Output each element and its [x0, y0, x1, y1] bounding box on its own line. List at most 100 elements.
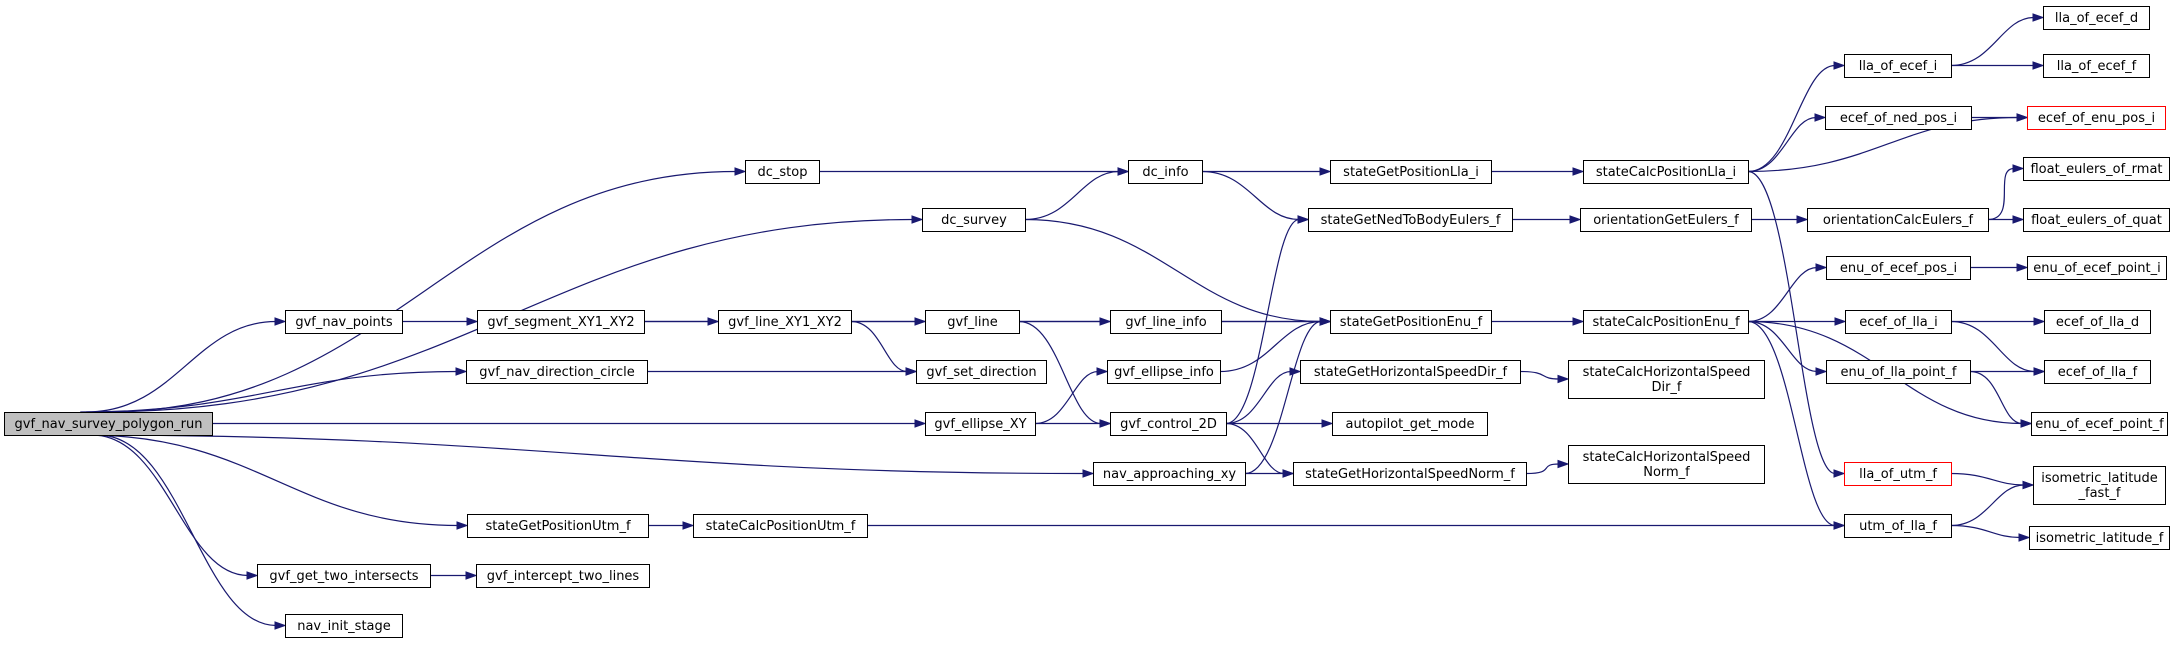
node-gvf-ellipse-xy[interactable]: gvf_ellipse_XY	[925, 412, 1036, 436]
node-dc-info[interactable]: dc_info	[1128, 160, 1203, 184]
node-box	[1110, 412, 1227, 436]
node-label: gvf_line	[947, 315, 997, 330]
node-float-eulers-of-rmat[interactable]: float_eulers_of_rmat	[2023, 157, 2170, 181]
node-label: lla_of_ecef_f	[2057, 59, 2137, 74]
node-ecef-of-lla-i[interactable]: ecef_of_lla_i	[1845, 310, 1952, 334]
edge-arrowhead	[1282, 469, 1295, 478]
node-gvf-get-two-intersects[interactable]: gvf_get_two_intersects	[257, 564, 431, 588]
node-enu-of-lla-point-f[interactable]: enu_of_lla_point_f	[1826, 360, 1971, 384]
edge-arrowhead	[2016, 113, 2029, 122]
edge-state-calc-position-lla-i-to-ecef-of-ned-pos-i	[1747, 116, 1817, 173]
edge-arrowhead	[1297, 215, 1310, 224]
node-state-get-position-lla-i[interactable]: stateGetPositionLla_i	[1330, 160, 1492, 184]
node-root[interactable]: gvf_nav_survey_polygon_run	[4, 412, 213, 436]
node-dc-survey[interactable]: dc_survey	[922, 208, 1026, 232]
node-label: gvf_line_XY1_XY2	[728, 315, 842, 330]
node-autopilot-get-mode[interactable]: autopilot_get_mode	[1332, 412, 1488, 436]
node-state-calc-position-enu-f[interactable]: stateCalcPositionEnu_f	[1583, 310, 1749, 334]
node-nav-init-stage[interactable]: nav_init_stage	[285, 614, 403, 638]
node-box	[1844, 462, 1952, 486]
node-label: lla_of_ecef_d	[2055, 11, 2138, 26]
node-box	[718, 310, 852, 334]
node-label: isometric_latitude	[2041, 471, 2158, 486]
node-lla-of-ecef-i[interactable]: lla_of_ecef_i	[1844, 54, 1952, 78]
node-label: gvf_ellipse_XY	[934, 417, 1026, 432]
node-gvf-ellipse-info[interactable]: gvf_ellipse_info	[1107, 360, 1221, 384]
node-state-get-horizontal-speed-dir-f[interactable]: stateGetHorizontalSpeedDir_f	[1300, 360, 1521, 384]
node-gvf-line-xy1-xy2[interactable]: gvf_line_XY1_XY2	[718, 310, 852, 334]
node-ecef-of-lla-f[interactable]: ecef_of_lla_f	[2044, 360, 2151, 384]
node-box	[1826, 360, 1971, 384]
node-gvf-nav-direction-circle[interactable]: gvf_nav_direction_circle	[466, 360, 648, 384]
node-label: enu_of_ecef_point_i	[2033, 261, 2161, 276]
node-state-get-horizontal-speed-norm-f[interactable]: stateGetHorizontalSpeedNorm_f	[1293, 462, 1527, 486]
node-label: enu_of_lla_point_f	[1841, 365, 1957, 380]
node-box	[1580, 208, 1752, 232]
node-box	[693, 514, 868, 538]
node-state-calc-position-utm-f[interactable]: stateCalcPositionUtm_f	[693, 514, 868, 538]
node-nav-approaching-xy[interactable]: nav_approaching_xy	[1093, 462, 1246, 486]
node-state-get-position-enu-f[interactable]: stateGetPositionEnu_f	[1330, 310, 1492, 334]
node-label: ecef_of_ned_pos_i	[1840, 111, 1957, 126]
node-label: stateCalcPositionEnu_f	[1592, 315, 1740, 330]
node-lla-of-ecef-f[interactable]: lla_of_ecef_f	[2043, 54, 2150, 78]
node-dc-stop[interactable]: dc_stop	[745, 160, 820, 184]
node-gvf-set-direction[interactable]: gvf_set_direction	[916, 360, 1047, 384]
node-label: _fast_f	[2078, 486, 2121, 501]
node-isometric-latitude-fast-f[interactable]: isometric_latitude_fast_f	[2033, 466, 2166, 505]
node-ecef-of-lla-d[interactable]: ecef_of_lla_d	[2044, 310, 2151, 334]
node-float-eulers-of-quat[interactable]: float_eulers_of_quat	[2023, 208, 2170, 232]
node-label: stateCalcPositionLla_i	[1596, 165, 1736, 180]
node-state-get-ned-to-body-eulers-f[interactable]: stateGetNedToBodyEulers_f	[1308, 208, 1513, 232]
node-orientation-calc-eulers-f[interactable]: orientationCalcEulers_f	[1807, 208, 1989, 232]
node-box	[1568, 360, 1765, 399]
node-enu-of-ecef-point-i[interactable]: enu_of_ecef_point_i	[2027, 256, 2167, 280]
node-label: gvf_control_2D	[1120, 417, 1217, 432]
node-box	[1332, 412, 1488, 436]
edge-arrowhead	[1815, 367, 1828, 376]
node-box	[1845, 310, 1952, 334]
node-ecef-of-enu-pos-i[interactable]: ecef_of_enu_pos_i	[2027, 106, 2166, 130]
edge-state-calc-position-enu-f-to-enu-of-lla-point-f	[1747, 320, 1818, 373]
node-box	[2044, 360, 2151, 384]
node-lla-of-ecef-d[interactable]: lla_of_ecef_d	[2043, 6, 2150, 30]
node-state-get-position-utm-f[interactable]: stateGetPositionUtm_f	[467, 514, 649, 538]
edge-arrowhead	[455, 367, 468, 376]
node-label: ecef_of_lla_i	[1859, 315, 1938, 330]
node-gvf-intercept-two-lines[interactable]: gvf_intercept_two_lines	[476, 564, 650, 588]
node-label: orientationGetEulers_f	[1593, 213, 1739, 228]
node-state-calc-position-lla-i[interactable]: stateCalcPositionLla_i	[1583, 160, 1749, 184]
node-gvf-line-info[interactable]: gvf_line_info	[1110, 310, 1222, 334]
node-label: stateGetHorizontalSpeedNorm_f	[1305, 467, 1515, 482]
edge-arrowhead	[2016, 263, 2029, 272]
node-ecef-of-ned-pos-i[interactable]: ecef_of_ned_pos_i	[1825, 106, 1972, 130]
edge-root-to-gvf-get-two-intersects	[92, 434, 249, 577]
node-box	[1844, 514, 1952, 538]
node-label: float_eulers_of_rmat	[2030, 162, 2162, 177]
node-label: gvf_nav_points	[295, 315, 393, 330]
node-label: isometric_latitude_f	[2036, 531, 2164, 546]
node-orientation-get-eulers-f[interactable]: orientationGetEulers_f	[1580, 208, 1752, 232]
node-gvf-nav-points[interactable]: gvf_nav_points	[285, 310, 403, 334]
node-enu-of-ecef-pos-i[interactable]: enu_of_ecef_pos_i	[1826, 256, 1971, 280]
node-enu-of-ecef-point-f[interactable]: enu_of_ecef_point_f	[2031, 412, 2168, 436]
node-box	[285, 310, 403, 334]
node-lla-of-utm-f[interactable]: lla_of_utm_f	[1844, 462, 1952, 486]
edge-arrowhead	[1569, 215, 1582, 224]
node-label: stateGetPositionUtm_f	[485, 519, 630, 534]
node-label: float_eulers_of_quat	[2031, 213, 2162, 228]
edge-arrowhead	[914, 419, 927, 428]
edge-state-calc-position-enu-f-to-enu-of-ecef-pos-i	[1747, 266, 1818, 323]
node-gvf-segment-xy1-xy2[interactable]: gvf_segment_XY1_XY2	[477, 310, 645, 334]
edge-arrowhead	[1572, 317, 1585, 326]
node-box	[1293, 462, 1527, 486]
node-gvf-control-2-d[interactable]: gvf_control_2D	[1110, 412, 1227, 436]
node-box	[922, 208, 1026, 232]
edge-ecef-of-lla-i-to-ecef-of-lla-f	[1950, 320, 2036, 373]
node-utm-of-lla-f[interactable]: utm_of_lla_f	[1844, 514, 1952, 538]
node-isometric-latitude-f[interactable]: isometric_latitude_f	[2029, 526, 2170, 550]
edge-gvf-ellipse-info-to-state-get-position-enu-f	[1219, 320, 1322, 373]
node-gvf-line[interactable]: gvf_line	[925, 310, 1020, 334]
